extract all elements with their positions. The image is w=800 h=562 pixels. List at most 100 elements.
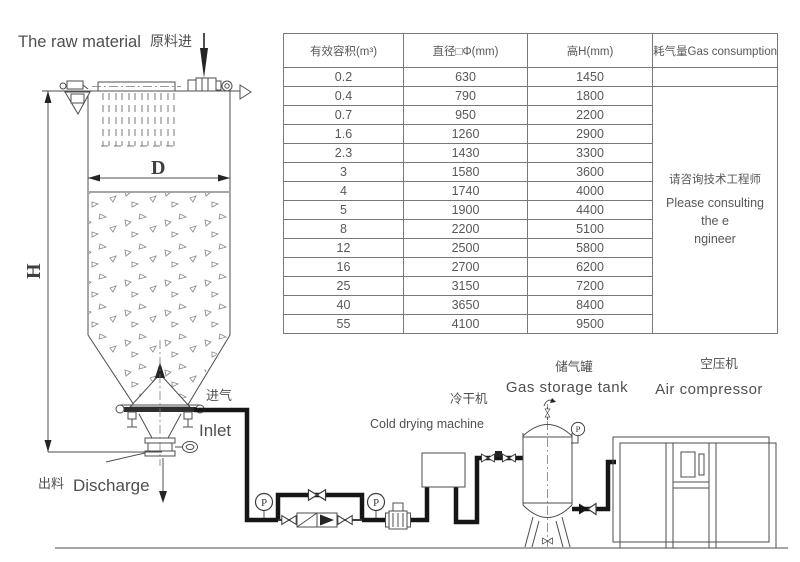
table-cell: 12 xyxy=(283,238,404,258)
tank-pressure-gauge-icon xyxy=(570,421,586,444)
table-cell: 5800 xyxy=(527,238,653,258)
tank-label-en: Gas storage tank xyxy=(506,379,628,396)
table-cell: 1900 xyxy=(403,200,528,220)
table-cell: 2900 xyxy=(527,124,653,144)
table-cell: 1.6 xyxy=(283,124,404,144)
check-valve-icon xyxy=(316,512,338,528)
dimension-d: D xyxy=(88,157,230,182)
table-cell: 16 xyxy=(283,257,404,277)
safety-valve-icon xyxy=(543,398,556,420)
table-cell: 0.7 xyxy=(283,105,404,125)
table-cell: 3600 xyxy=(527,162,653,182)
tank-outlet-valve-icon xyxy=(579,502,597,516)
table-cell: 1580 xyxy=(403,162,528,182)
inlet-label-zh: 进气 xyxy=(206,388,232,403)
filter-bags xyxy=(101,93,176,147)
table-cell: 55 xyxy=(283,314,404,334)
table-cell: 4 xyxy=(283,181,404,201)
pressure-gauge-icon xyxy=(366,492,386,512)
table-cell: 2700 xyxy=(403,257,528,277)
table-cell: 40 xyxy=(283,295,404,315)
table-cell: 5 xyxy=(283,200,404,220)
tank-label-zh: 储气罐 xyxy=(555,359,593,374)
cold-dryer-box xyxy=(421,452,466,488)
table-cell: 7200 xyxy=(527,276,653,296)
table-header-row: 有效容积(m³)直径□Φ(mm)高H(mm)耗气量Gas consumption xyxy=(283,33,778,68)
filter-icon xyxy=(296,512,318,528)
table-cell: 950 xyxy=(403,105,528,125)
column-header: 高H(mm) xyxy=(527,33,653,68)
dimension-h-label: H xyxy=(23,263,45,279)
dimension-d-label: D xyxy=(151,157,165,179)
table-cell: 790 xyxy=(403,86,528,106)
table-cell: 8400 xyxy=(527,295,653,315)
table-cell: 1450 xyxy=(527,67,653,87)
shutoff-valve-icon xyxy=(281,515,297,525)
gas-storage-tank xyxy=(522,398,586,548)
table-cell: 3300 xyxy=(527,143,653,163)
compressor-label-zh: 空压机 xyxy=(700,357,738,371)
table-cell: 2500 xyxy=(403,238,528,258)
table-cell: 25 xyxy=(283,276,404,296)
inlet-label-en: Inlet xyxy=(199,421,231,440)
piping xyxy=(194,407,616,530)
compressor-label-en: Air compressor xyxy=(655,381,763,398)
raw-material-label-zh: 原料进 xyxy=(150,33,192,49)
table-cell: 9500 xyxy=(527,314,653,334)
compressor-indicator-icon xyxy=(698,453,705,476)
dryer-label-en: Cold drying machine xyxy=(370,417,484,431)
fitting-icon xyxy=(495,451,502,457)
bypass-valve-icon xyxy=(307,489,327,501)
pressure-gauge-icon xyxy=(254,492,274,512)
table-cell: 3650 xyxy=(403,295,528,315)
raw-material-inlet-icon xyxy=(187,77,233,92)
raw-material-label-en: The raw material xyxy=(18,33,141,51)
dryer-label-zh: 冷干机 xyxy=(450,392,488,406)
table-cell: 6200 xyxy=(527,257,653,277)
column-header: 有效容积(m³) xyxy=(283,33,404,68)
table-cell: 3 xyxy=(283,162,404,182)
table-cell: 4400 xyxy=(527,200,653,220)
consumption-note-cell: 请咨询技术工程师 Please consulting the e ngineer xyxy=(652,86,778,334)
table-cell: 630 xyxy=(403,67,528,87)
table-cell: 1430 xyxy=(403,143,528,163)
shutoff-valve-icon xyxy=(481,453,495,463)
table-cell: 4100 xyxy=(403,314,528,334)
table-cell: 2200 xyxy=(527,105,653,125)
discharge-label-en: Discharge xyxy=(73,476,150,495)
table-cell: 0.4 xyxy=(283,86,404,106)
table-cell: 8 xyxy=(283,219,404,239)
regulator-icon xyxy=(385,502,411,530)
table-cell: 2.3 xyxy=(283,143,404,163)
consumption-note-line: ngineer xyxy=(694,231,736,246)
column-header: 直径□Φ(mm) xyxy=(403,33,528,68)
flag-marker xyxy=(239,84,252,100)
discharge-label-zh: 出料 xyxy=(38,476,64,491)
consumption-cell-empty xyxy=(652,67,778,87)
column-header: 耗气量Gas consumption xyxy=(652,33,778,68)
silo: D xyxy=(42,33,252,503)
compressor-display-icon xyxy=(680,451,696,478)
table-cell: 5100 xyxy=(527,219,653,239)
raw-material-arrow-icon xyxy=(200,33,208,78)
table-cell: 1740 xyxy=(403,181,528,201)
table-cell: 4000 xyxy=(527,181,653,201)
discharge-arrow-icon xyxy=(159,458,167,503)
discharge-outlet xyxy=(105,340,198,466)
air-compressor xyxy=(612,436,777,549)
consumption-note-line: Please consulting the e xyxy=(666,195,764,228)
shutoff-valve-icon xyxy=(502,453,516,463)
table-cell: 3150 xyxy=(403,276,528,296)
consumption-note-line: 请咨询技术工程师 xyxy=(669,173,761,186)
